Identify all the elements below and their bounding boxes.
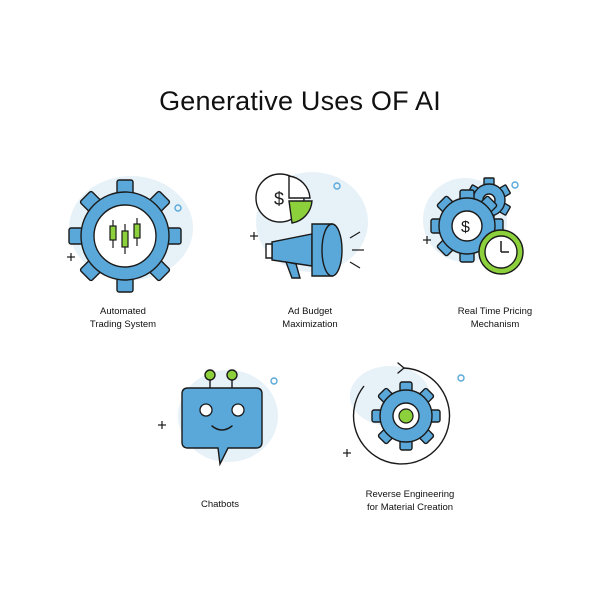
card-automated-trading: Automated Trading System — [43, 168, 203, 348]
card-real-time-pricing: $ Real Time Pricing Mechanism — [415, 168, 575, 348]
label-ad-budget: Ad Budget Maximization — [282, 306, 338, 330]
label-real-time-pricing: Real Time Pricing Mechanism — [457, 306, 533, 330]
budget-megaphone-icon: $ — [250, 172, 368, 279]
reverse-gear-icon — [343, 362, 465, 465]
svg-text:$: $ — [274, 189, 284, 209]
label-automated-trading: Automated Trading System — [89, 306, 157, 330]
label-chatbots: Chatbots — [200, 499, 240, 510]
card-reverse-engineering: Reverse Engineering for Material Creatio… — [330, 360, 490, 540]
svg-text:$: $ — [461, 219, 470, 236]
chatbot-icon — [158, 369, 278, 467]
card-chatbots: Chatbots — [140, 360, 300, 540]
trading-gear-icon — [67, 176, 193, 293]
card-ad-budget: $ Ad Budget Maximization — [230, 168, 390, 348]
page-title: Generative Uses OF AI — [159, 86, 441, 116]
pricing-gear-clock-icon: $ — [423, 177, 524, 275]
label-reverse-engineering: Reverse Engineering for Material Creatio… — [365, 489, 455, 513]
